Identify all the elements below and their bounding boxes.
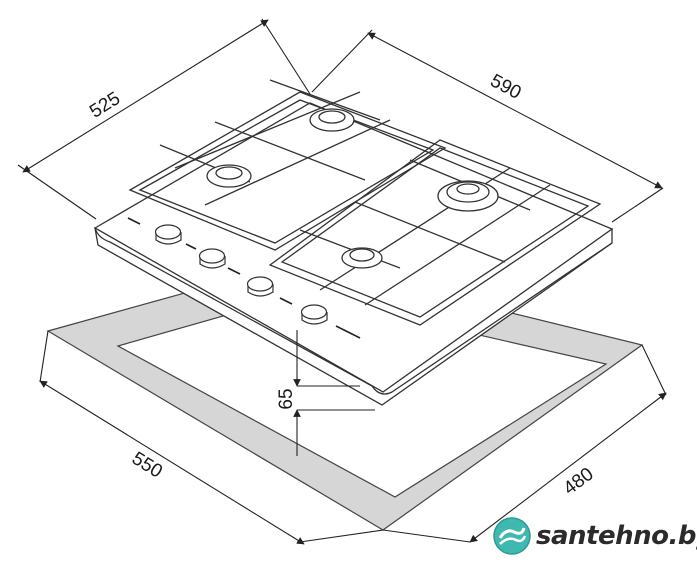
control-knob-1 xyxy=(154,224,182,245)
dimension-depth xyxy=(17,18,311,220)
brand-logo-icon xyxy=(493,517,531,555)
control-markings xyxy=(127,217,361,339)
label-hob-depth: 525 xyxy=(86,88,124,123)
burner-back-left xyxy=(309,108,355,132)
control-knob-3 xyxy=(246,276,274,297)
burner-front-left xyxy=(206,164,252,188)
dimension-width xyxy=(311,29,664,223)
burner-back-right-large xyxy=(437,180,499,212)
dimension-height xyxy=(293,330,375,456)
brand-watermark: santehno.by xyxy=(492,514,697,558)
dimension-cutout-width xyxy=(39,330,384,545)
label-hob-height: 65 xyxy=(276,388,297,409)
burner-front-right xyxy=(341,247,383,269)
brand-name: santehno.by xyxy=(536,521,697,551)
control-knob-2 xyxy=(198,248,226,269)
label-cutout-width: 550 xyxy=(128,448,166,483)
dimension-cutout-depth xyxy=(382,344,667,543)
control-knob-4 xyxy=(300,304,328,325)
